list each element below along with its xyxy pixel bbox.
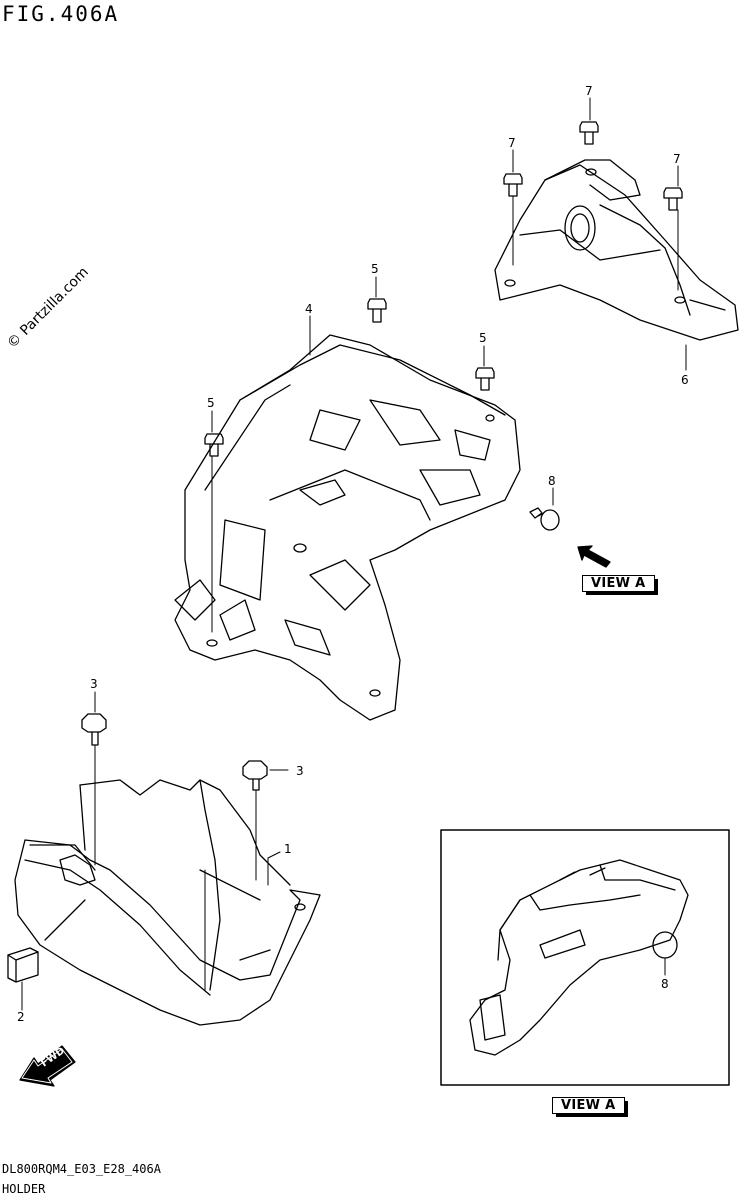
callout-8-main: 8 [548, 474, 556, 488]
part-6-bracket [494, 159, 739, 341]
callout-6: 6 [681, 373, 689, 387]
screw-5-right [475, 367, 495, 391]
footer-code: DL800RQM4_E03_E28_406A [2, 1162, 161, 1176]
callout-4: 4 [305, 302, 313, 316]
footer-name: HOLDER [2, 1182, 46, 1196]
screw-7-top [579, 121, 599, 145]
callout-7-left: 7 [508, 136, 516, 150]
callout-5-right: 5 [479, 331, 487, 345]
leader-lines [21, 97, 687, 1011]
bolt-3-left [81, 713, 107, 746]
callout-5-top: 5 [371, 262, 379, 276]
callout-2: 2 [17, 1010, 25, 1024]
callout-3-left: 3 [90, 677, 98, 691]
view-a-label-inset: VIEW A [552, 1097, 628, 1117]
callout-1: 1 [284, 842, 292, 856]
grommet-8 [529, 507, 560, 531]
callout-8-inset: 8 [661, 977, 669, 991]
view-a-arrow [577, 545, 611, 568]
part-2-clip [7, 947, 39, 983]
part-4-holder [174, 334, 521, 721]
part-1-tray [14, 779, 321, 1026]
screw-5-top [367, 298, 387, 323]
screw-7-left [503, 173, 523, 197]
screw-5-left [204, 433, 224, 457]
figure-title: FIG.406A [2, 2, 120, 26]
callout-3-right: 3 [296, 764, 304, 778]
view-a-label-main: VIEW A [582, 575, 658, 595]
bolt-3-right [242, 760, 268, 791]
screw-7-right [663, 187, 683, 211]
callout-7-right: 7 [673, 152, 681, 166]
callout-5-left: 5 [207, 396, 215, 410]
callout-7-top: 7 [585, 84, 593, 98]
fwd-arrow [19, 1045, 76, 1087]
view-a-inset [440, 829, 730, 1086]
